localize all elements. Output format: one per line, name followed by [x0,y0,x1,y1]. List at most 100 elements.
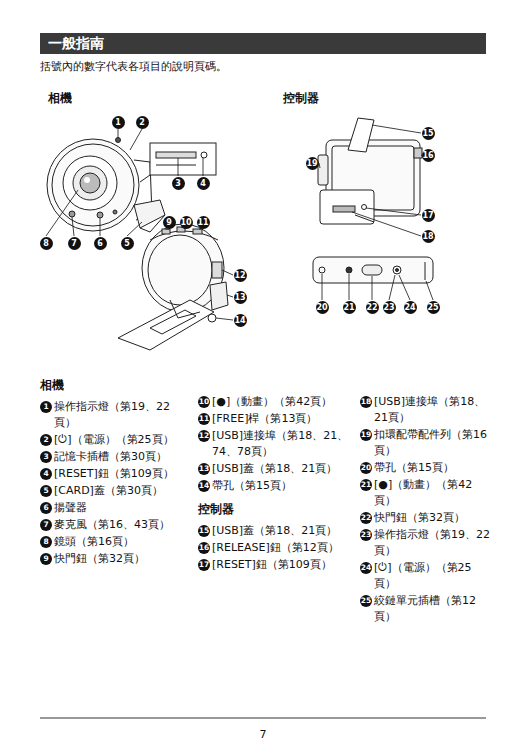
callout-number: 18 [422,230,435,243]
callout-number: 12 [234,269,247,282]
part-description: 操作指示燈（第19、22頁） [374,527,490,559]
callout-number: 10 [198,396,210,408]
part-description: 操作指示燈（第19、22頁） [54,399,190,431]
list-item: 18[USB]連接埠（第18、21頁） [360,394,490,426]
page-number: 7 [260,728,267,741]
part-description: 揚聲器 [54,500,87,516]
callout-number: 15 [198,525,210,537]
list-heading: 控制器 [198,502,358,517]
part-description: 扣環配帶配件列（第16頁） [374,427,490,459]
callout-number: 3 [172,177,185,190]
list-item: 7麥克風（第16、43頁） [40,517,190,533]
part-description: 記憶卡插槽（第30頁） [54,449,167,465]
list-item: 1操作指示燈（第19、22頁） [40,399,190,431]
callout-number: 6 [40,502,52,514]
callout-number: 24 [360,562,372,574]
callout-number: 22 [360,512,372,524]
callout-number: 11 [198,413,210,425]
callout-number: 12 [198,430,210,442]
part-description: 絞鏈單元插槽（第12頁） [374,593,490,625]
callout-number: 19 [306,157,319,170]
callout-number: 3 [40,451,52,463]
figure-heading: 相機 [48,91,72,106]
callout-number: 6 [94,237,107,250]
callout-number: 20 [316,301,329,314]
section-title: 一般指南 [48,33,104,54]
part-description: 帶孔（第15頁） [212,478,292,494]
callout-number: 18 [360,396,372,408]
parts-list-column: 相機1操作指示燈（第19、22頁）2[⏻]（電源）（第25頁）3記憶卡插槽（第3… [40,376,190,568]
figure-heading: 控制器 [283,91,319,106]
callout-number: 8 [40,536,52,548]
list-item: 2[⏻]（電源）（第25頁） [40,432,190,448]
callout-number: 8 [40,237,53,250]
callout-number: 7 [40,519,52,531]
callout-number: 25 [360,595,372,607]
list-item: 17[RESET]鈕（第109頁） [198,557,358,573]
callout-number: 9 [40,553,52,565]
part-description: [RELEASE]鈕（第12頁） [212,540,339,556]
callout-number: 25 [427,301,440,314]
callout-number: 9 [163,216,176,229]
controller-back [318,118,422,224]
callout-number: 11 [197,216,210,229]
list-item: 20帶孔（第15頁） [360,460,490,476]
part-description: 麥克風（第16、43頁） [54,517,170,533]
part-description: [RESET]鈕（第109頁） [54,466,174,482]
intro-note: 括號內的數字代表各項目的說明頁碼。 [40,60,227,74]
list-item: 15[USB]蓋（第18、21頁） [198,523,358,539]
part-description: [USB]蓋（第18、21頁） [212,461,337,477]
callout-number: 17 [198,559,210,571]
callout-number: 15 [422,127,435,140]
part-description: [USB]連接埠（第18、21頁） [374,394,490,426]
part-description: 鏡頭（第16頁） [54,534,134,550]
callout-number: 13 [198,463,210,475]
callout-number: 17 [422,209,435,222]
list-item: 14帶孔（第15頁） [198,478,358,494]
callout-number: 2 [136,116,149,129]
part-description: [●]（動畫）（第42頁） [374,477,490,509]
part-description: [USB]蓋（第18、21頁） [212,523,337,539]
camera-front [47,138,165,233]
callout-number: 14 [198,480,210,492]
part-description: [●]（動畫）（第42頁） [212,394,332,410]
parts-list-column: 18[USB]連接埠（第18、21頁）19扣環配帶配件列（第16頁）20帶孔（第… [360,394,490,626]
callout-number: 7 [68,237,81,250]
callout-number: 4 [40,468,52,480]
part-description: [FREE]桿（第13頁） [212,411,317,427]
part-description: [CARD]蓋（第30頁） [54,483,163,499]
title-band [40,33,486,54]
callout-number: 2 [40,434,52,446]
callout-number: 13 [234,291,247,304]
callout-number: 5 [40,485,52,497]
callout-number: 16 [198,542,210,554]
part-description: [RESET]鈕（第109頁） [212,557,332,573]
callout-number: 23 [360,529,372,541]
list-item: 8鏡頭（第16頁） [40,534,190,550]
list-item: 16[RELEASE]鈕（第12頁） [198,540,358,556]
callout-number: 24 [404,301,417,314]
part-description: [⏻]（電源）（第25頁） [54,432,174,448]
callout-number: 21 [343,301,356,314]
callout-number: 22 [366,301,379,314]
list-item: 19扣環配帶配件列（第16頁） [360,427,490,459]
callout-number: 4 [197,177,210,190]
list-item: 11[FREE]桿（第13頁） [198,411,358,427]
list-item: 6揚聲器 [40,500,190,516]
list-item: 22快門鈕（第32頁） [360,510,490,526]
camera-back [118,224,228,350]
callout-number: 20 [360,462,372,474]
callout-number: 1 [40,401,52,413]
footer-rule [40,717,486,719]
list-item: 23操作指示燈（第19、22頁） [360,527,490,559]
list-item: 21[●]（動畫）（第42頁） [360,477,490,509]
list-item: 24[⏻]（電源）（第25頁） [360,560,490,592]
list-item: 12[USB]連接埠（第18、21、74、78頁） [198,428,358,460]
list-item: 3記憶卡插槽（第30頁） [40,449,190,465]
callout-number: 21 [360,479,372,491]
callout-number: 19 [360,429,372,441]
callout-number: 5 [121,237,134,250]
callout-number: 10 [180,216,193,229]
part-description: 快門鈕（第32頁） [54,551,145,567]
